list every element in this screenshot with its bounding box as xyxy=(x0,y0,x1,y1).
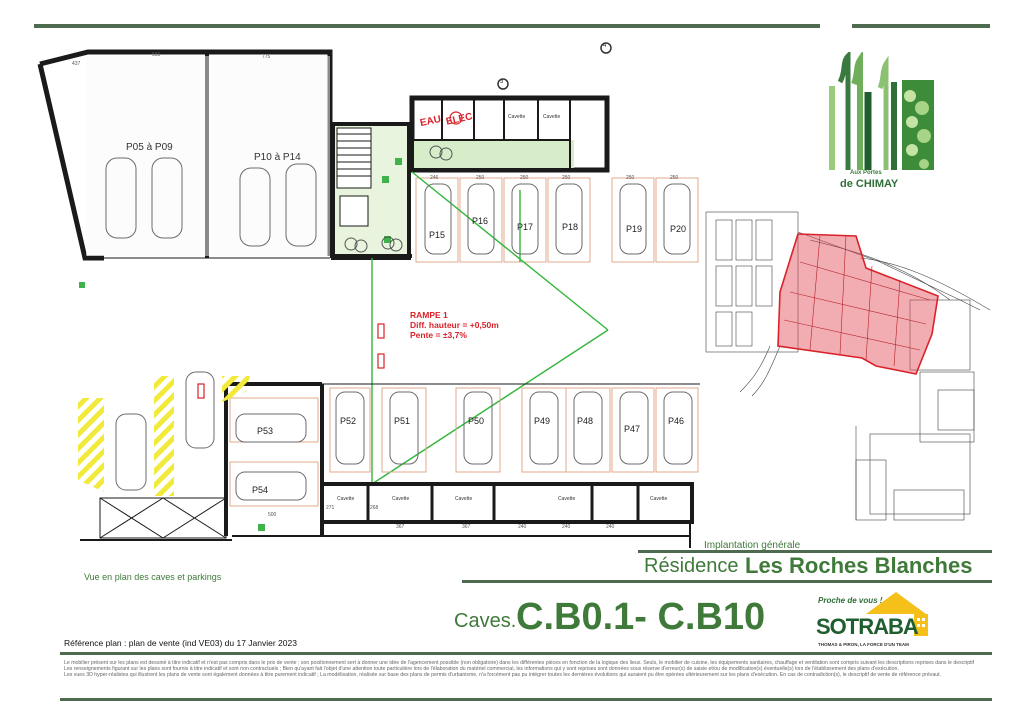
core xyxy=(331,122,411,260)
cave-label-top-1: Cavette xyxy=(508,114,526,120)
bike-icons xyxy=(344,145,453,253)
left-zone-fill xyxy=(86,56,330,256)
space-p50: P50 xyxy=(468,416,485,426)
cave-label-2: Cavette xyxy=(392,496,410,502)
title-rule xyxy=(638,550,992,553)
group-label-p10-p14: P10 à P14 xyxy=(254,152,301,163)
top-rule xyxy=(34,24,820,28)
implantation-highlight xyxy=(777,233,939,375)
marker-4: 4 xyxy=(603,43,607,49)
sotraba-sub: THOMAS & PIRON, LA FORCE D'UN TEAM xyxy=(818,642,909,647)
space-p46: P46 xyxy=(668,416,685,426)
residence-name: Les Roches Blanches xyxy=(745,553,973,578)
space-p20: P20 xyxy=(670,224,687,234)
circle-markers xyxy=(497,42,612,90)
logo-line2: de CHIMAY xyxy=(840,178,899,190)
chimay-logo-graphic xyxy=(824,49,936,190)
dim-left-500: 500 xyxy=(268,512,277,518)
caves-label: Caves. xyxy=(454,610,517,632)
hatch-zones xyxy=(78,376,250,496)
sotraba-tagline: Proche de vous ! xyxy=(818,596,883,605)
implantation-label: Implantation générale xyxy=(704,540,801,551)
cave-label-5: Cavette xyxy=(650,496,668,502)
bottom-rule xyxy=(60,652,992,655)
space-p49: P49 xyxy=(534,416,551,426)
cave-label-top-2: Cavette xyxy=(543,114,561,120)
view-label: Vue en plan des caves et parkings xyxy=(84,572,222,582)
sotraba-logo: Proche de vous ! SOTRABA THOMAS & PIRON,… xyxy=(814,590,946,656)
space-p19: P19 xyxy=(626,224,643,234)
disclaimer-3: Les vues 3D hyper-réalistes qui illustre… xyxy=(64,672,941,679)
dim-bottom-5: 240 xyxy=(606,524,615,530)
dim-bottom-2: 367 xyxy=(462,524,471,530)
reference-text: Référence plan : plan de vente (ind VE03… xyxy=(64,638,297,648)
dim-bottom-1: 367 xyxy=(396,524,405,530)
space-p16: P16 xyxy=(472,216,489,226)
dim-left-271: 271 xyxy=(326,505,335,511)
dim-row-2: 250 xyxy=(476,175,485,181)
top-rule-right xyxy=(852,24,990,28)
dim-row-6: 250 xyxy=(670,175,679,181)
sotraba-name: SOTRABA xyxy=(816,614,919,639)
dim-row-3: 250 xyxy=(520,175,529,181)
caves-range: C.B0.1- C.B10 xyxy=(516,596,766,638)
dim-row-5: 250 xyxy=(626,175,635,181)
parking-row-top xyxy=(415,177,699,263)
central-walls xyxy=(330,168,609,258)
implantation-highlight-grid xyxy=(783,235,931,367)
cave-label-1: Cavette xyxy=(337,496,355,502)
space-p47: P47 xyxy=(624,424,641,434)
dim-left-268: 268 xyxy=(370,505,379,511)
marker-3: 3 xyxy=(500,79,504,85)
red-markers xyxy=(197,111,463,399)
dim-775: 775 xyxy=(262,54,271,60)
space-p54: P54 xyxy=(252,485,269,495)
footer-rule xyxy=(60,698,992,701)
dim-555: 555 xyxy=(152,52,161,58)
space-p48: P48 xyxy=(577,416,594,426)
ramp-lines xyxy=(371,171,609,485)
green-markers xyxy=(79,158,402,531)
sotraba-house-icon xyxy=(866,592,928,636)
residence-prefix: Résidence xyxy=(644,555,739,577)
car-outlines xyxy=(105,157,693,501)
rampe-height: Diff. hauteur = +0,50m xyxy=(410,320,499,330)
bottom-walls xyxy=(80,382,700,548)
space-p18: P18 xyxy=(562,222,579,232)
disclaimer-1: Le mobilier présent sur les plans est de… xyxy=(64,660,974,666)
rampe-title: RAMPE 1 xyxy=(410,310,448,320)
chimay-logo: Aux Portes de CHIMAY xyxy=(824,49,940,192)
dim-437: 437 xyxy=(72,61,81,67)
logo-line1: Aux Portes xyxy=(850,170,882,176)
dim-bottom-4: 240 xyxy=(562,524,571,530)
caves-top xyxy=(409,95,610,173)
cave-label-3: Cavette xyxy=(455,496,473,502)
space-p53: P53 xyxy=(257,426,274,436)
rampe-slope: Pente = ±3,7% xyxy=(410,330,467,340)
implantation-map xyxy=(705,211,991,521)
parking-row-bottom xyxy=(229,387,699,507)
dim-row-4: 250 xyxy=(562,175,571,181)
space-p17: P17 xyxy=(517,222,534,232)
ramp-entrance xyxy=(99,497,227,539)
dim-row-1: 246 xyxy=(430,175,439,181)
disclaimer-2: Les renseignements figurant sur les plan… xyxy=(64,666,899,673)
group-label-p05-p09: P05 à P09 xyxy=(126,142,173,153)
cave-label-4: Cavette xyxy=(558,496,576,502)
title-rule-2 xyxy=(462,580,992,583)
disclaimer: Le mobilier présent sur les plans est de… xyxy=(64,660,974,679)
space-p52: P52 xyxy=(340,416,357,426)
space-p51: P51 xyxy=(394,416,411,426)
dim-bottom-3: 240 xyxy=(518,524,527,530)
space-p15: P15 xyxy=(429,230,446,240)
